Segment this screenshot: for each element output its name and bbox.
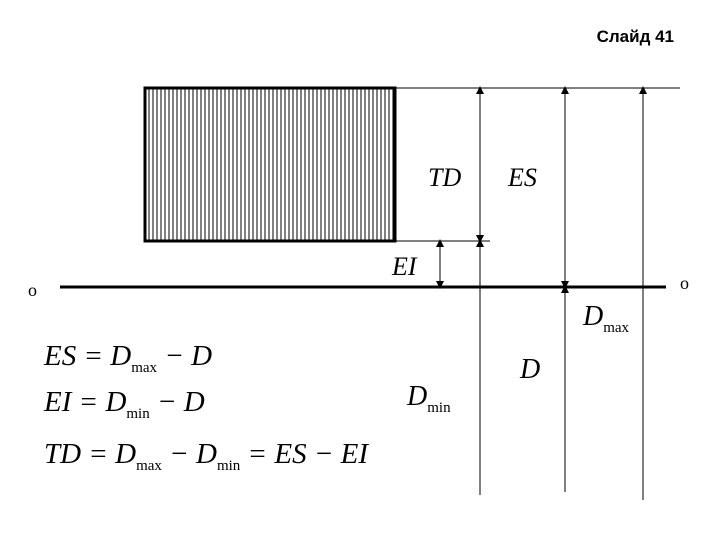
zero-line-label-right: o: [680, 273, 689, 293]
td-label: TD: [428, 163, 461, 192]
es-label: ES: [507, 163, 537, 192]
formula-es: ES = Dmax − D: [43, 340, 212, 376]
tolerance-zone: [143, 86, 397, 243]
formula-td: TD = Dmax − Dmin = ES − EI: [44, 438, 369, 474]
d-min-label: Dmin: [406, 381, 451, 416]
d-max-label: Dmax: [582, 301, 630, 336]
slide-number: Слайд 41: [596, 27, 674, 46]
zero-line-label-left: o: [28, 280, 37, 300]
ei-label: EI: [391, 252, 418, 281]
d-label: D: [519, 354, 540, 385]
formula-ei: EI = Dmin − D: [43, 386, 205, 422]
